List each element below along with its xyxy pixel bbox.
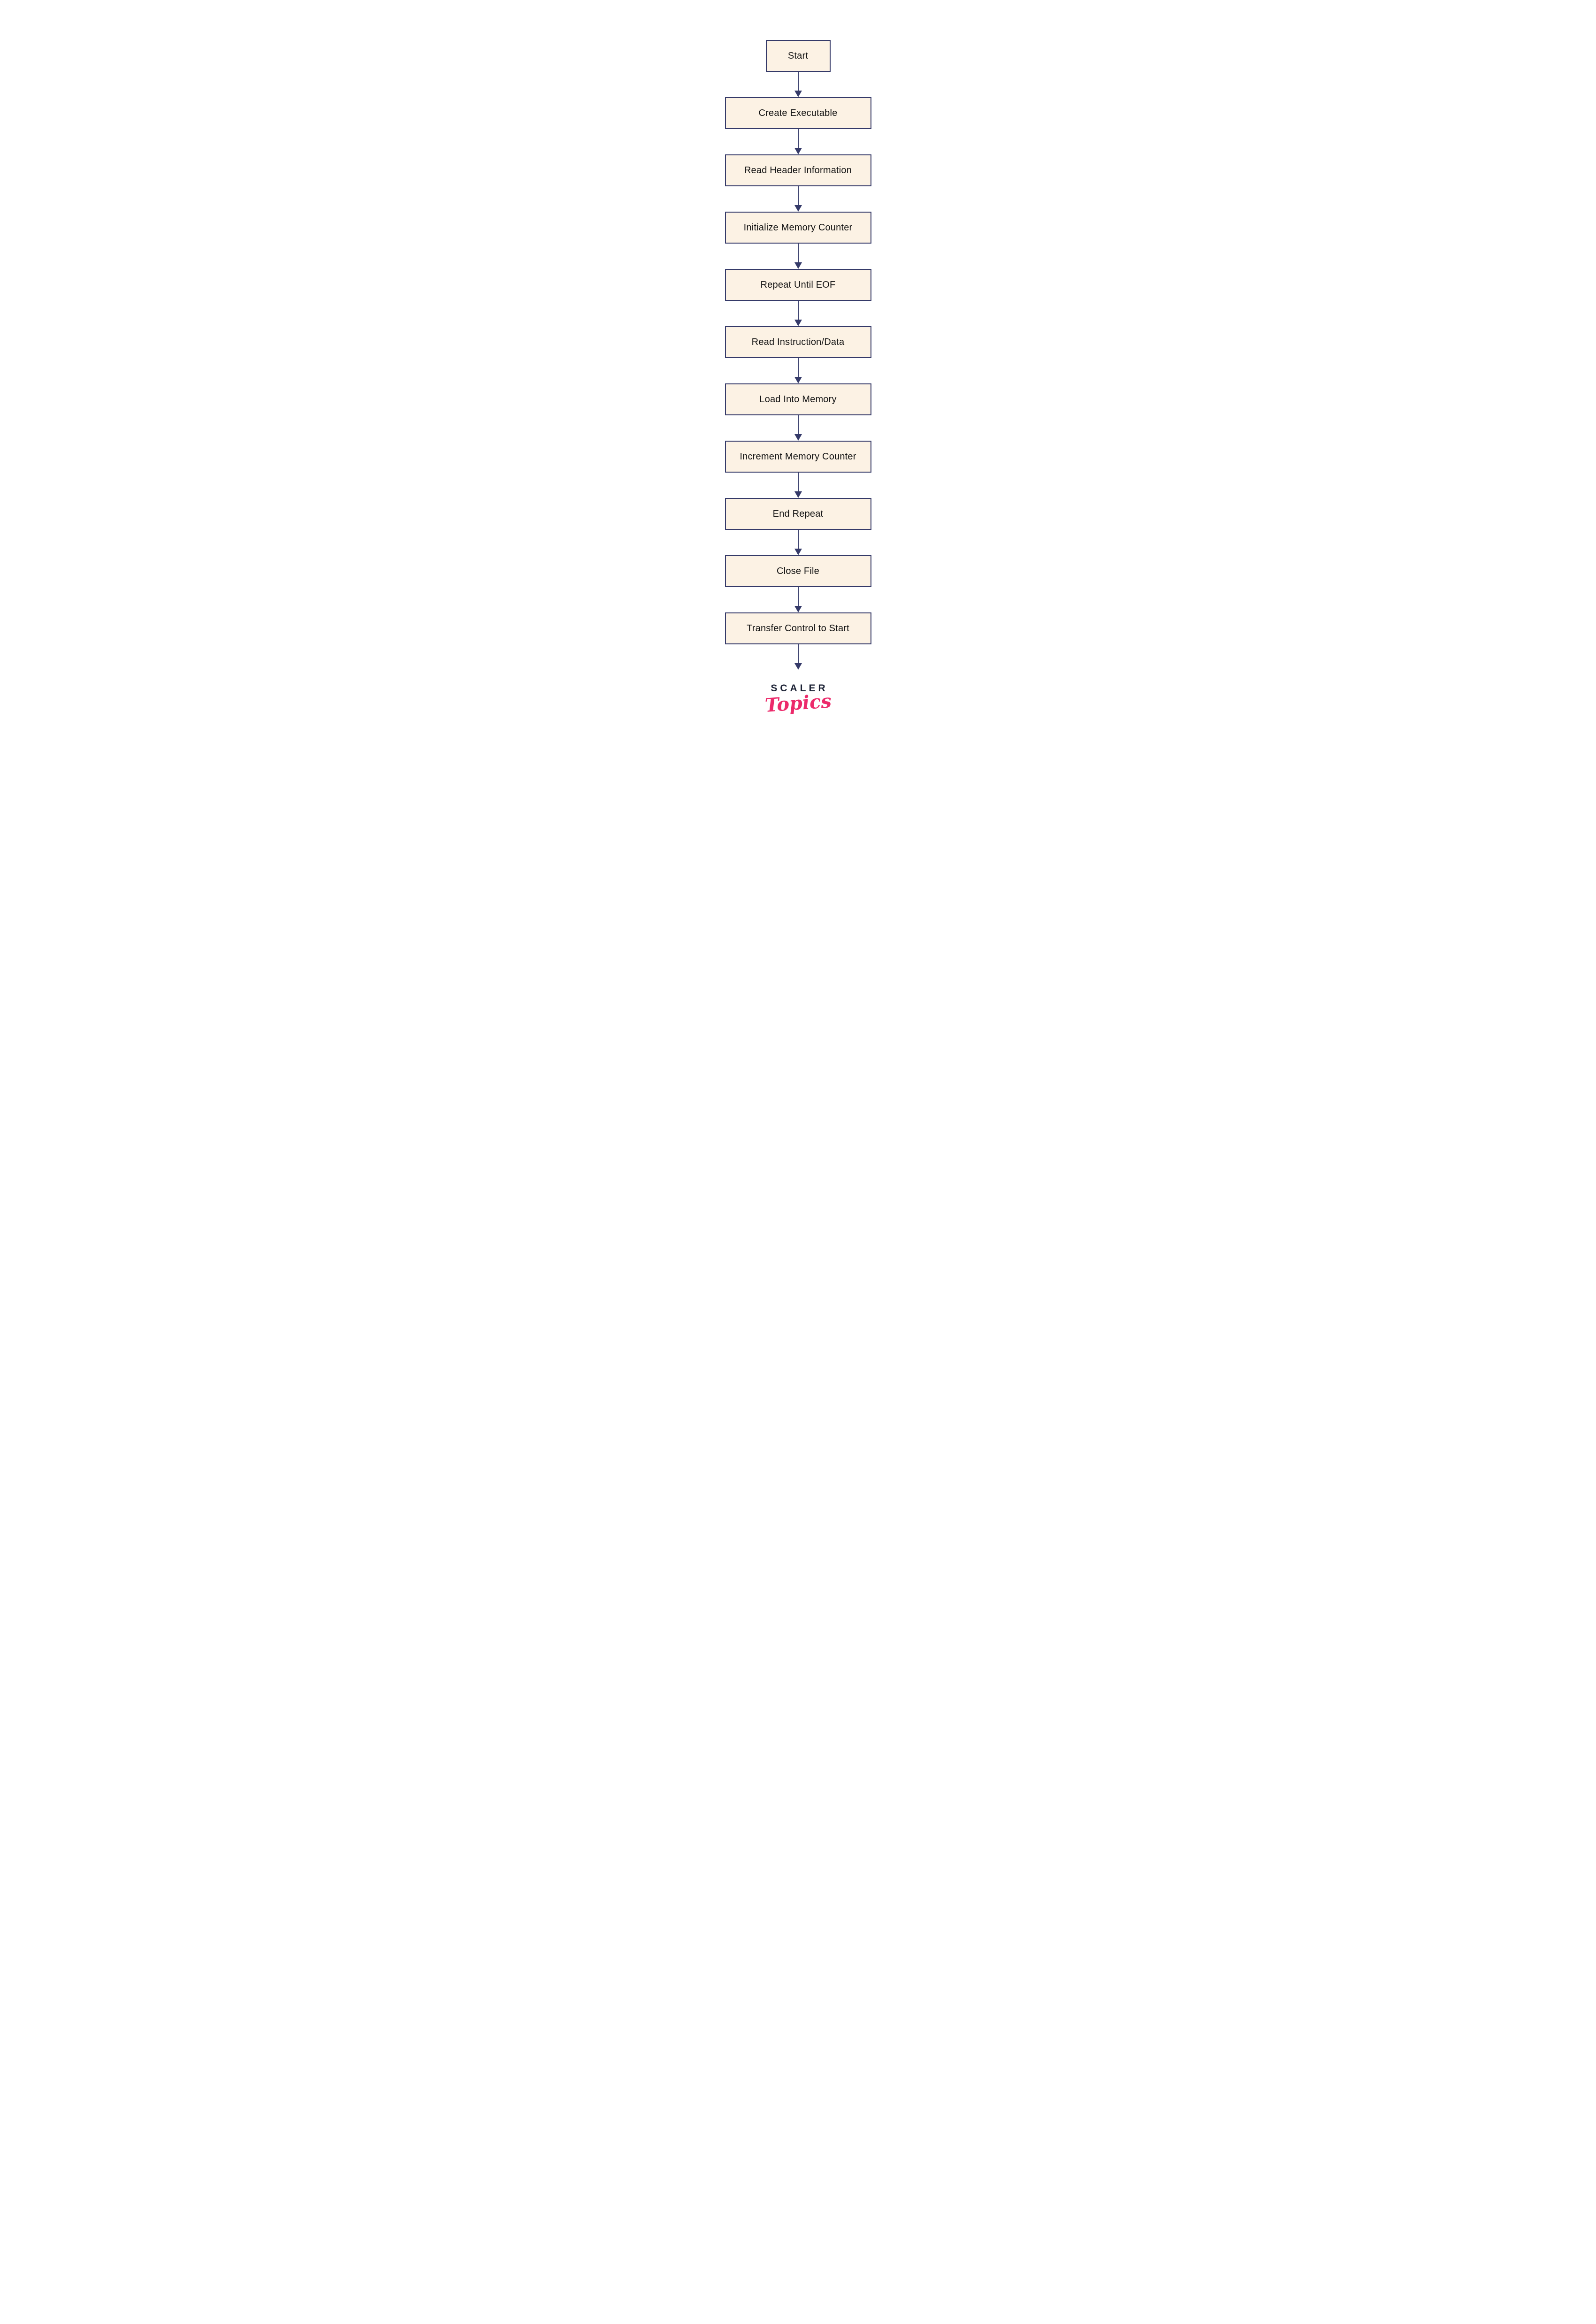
arrow-down-icon — [794, 301, 802, 326]
arrow-head — [794, 262, 802, 269]
flow-node-end-repeat: End Repeat — [725, 498, 871, 530]
flow-node-label: Increment Memory Counter — [740, 451, 856, 462]
arrow-down-icon — [794, 587, 802, 612]
arrow-head — [794, 148, 802, 154]
flow-node-label: Read Instruction/Data — [751, 337, 845, 347]
arrow-shaft — [797, 186, 799, 205]
arrow-down-icon — [794, 186, 802, 212]
flow-node-transfer-control-to-start: Transfer Control to Start — [725, 612, 871, 644]
arrow-down-icon — [794, 358, 802, 383]
arrow-head — [794, 205, 802, 212]
arrow-head — [794, 377, 802, 383]
flow-node-increment-memory-counter: Increment Memory Counter — [725, 441, 871, 473]
arrow-shaft — [797, 415, 799, 434]
arrow-shaft — [797, 244, 799, 262]
flowchart-page: Start Create Executable Read Header Info… — [542, 0, 1054, 744]
flow-node-label: Read Header Information — [744, 165, 852, 176]
flow-node-label: Close File — [777, 566, 819, 576]
flow-node-initialize-memory-counter: Initialize Memory Counter — [725, 212, 871, 244]
arrow-shaft — [797, 301, 799, 320]
arrow-head — [794, 320, 802, 326]
flow-node-create-executable: Create Executable — [725, 97, 871, 129]
flow-node-label: Load Into Memory — [759, 394, 837, 405]
scaler-topics-logo: SCALER Topics — [764, 683, 832, 717]
arrow-head — [794, 549, 802, 555]
arrow-shaft — [797, 587, 799, 606]
arrow-down-icon — [794, 244, 802, 269]
flow-node-label: End Repeat — [772, 509, 824, 519]
flow-node-label: Initialize Memory Counter — [743, 222, 853, 233]
arrow-shaft — [797, 129, 799, 148]
arrow-shaft — [797, 358, 799, 377]
arrow-shaft — [797, 473, 799, 491]
logo-brand-text: SCALER — [771, 683, 828, 694]
arrow-down-icon — [794, 644, 802, 670]
logo-sub-text: Topics — [764, 690, 832, 717]
arrow-down-icon — [794, 129, 802, 154]
flow-node-label: Start — [787, 51, 809, 61]
arrow-head — [794, 91, 802, 97]
arrow-down-icon — [794, 530, 802, 555]
arrow-shaft — [797, 644, 799, 663]
flow-node-close-file: Close File — [725, 555, 871, 587]
flow-node-read-header-information: Read Header Information — [725, 154, 871, 186]
flow-node-label: Transfer Control to Start — [747, 623, 849, 634]
arrow-down-icon — [794, 415, 802, 441]
flow-node-load-into-memory: Load Into Memory — [725, 383, 871, 415]
flow-node-label: Repeat Until EOF — [760, 280, 836, 290]
arrow-head — [794, 663, 802, 670]
flow-node-repeat-until-eof: Repeat Until EOF — [725, 269, 871, 301]
arrow-shaft — [797, 530, 799, 549]
flow-node-read-instruction-data: Read Instruction/Data — [725, 326, 871, 358]
arrow-down-icon — [794, 473, 802, 498]
flow-node-start: Start — [765, 40, 831, 72]
flowchart: Start Create Executable Read Header Info… — [543, 40, 1054, 717]
arrow-down-icon — [794, 72, 802, 97]
arrow-head — [794, 491, 802, 498]
arrow-head — [794, 434, 802, 441]
arrow-shaft — [797, 72, 799, 91]
arrow-head — [794, 606, 802, 612]
flow-node-label: Create Executable — [758, 108, 838, 118]
